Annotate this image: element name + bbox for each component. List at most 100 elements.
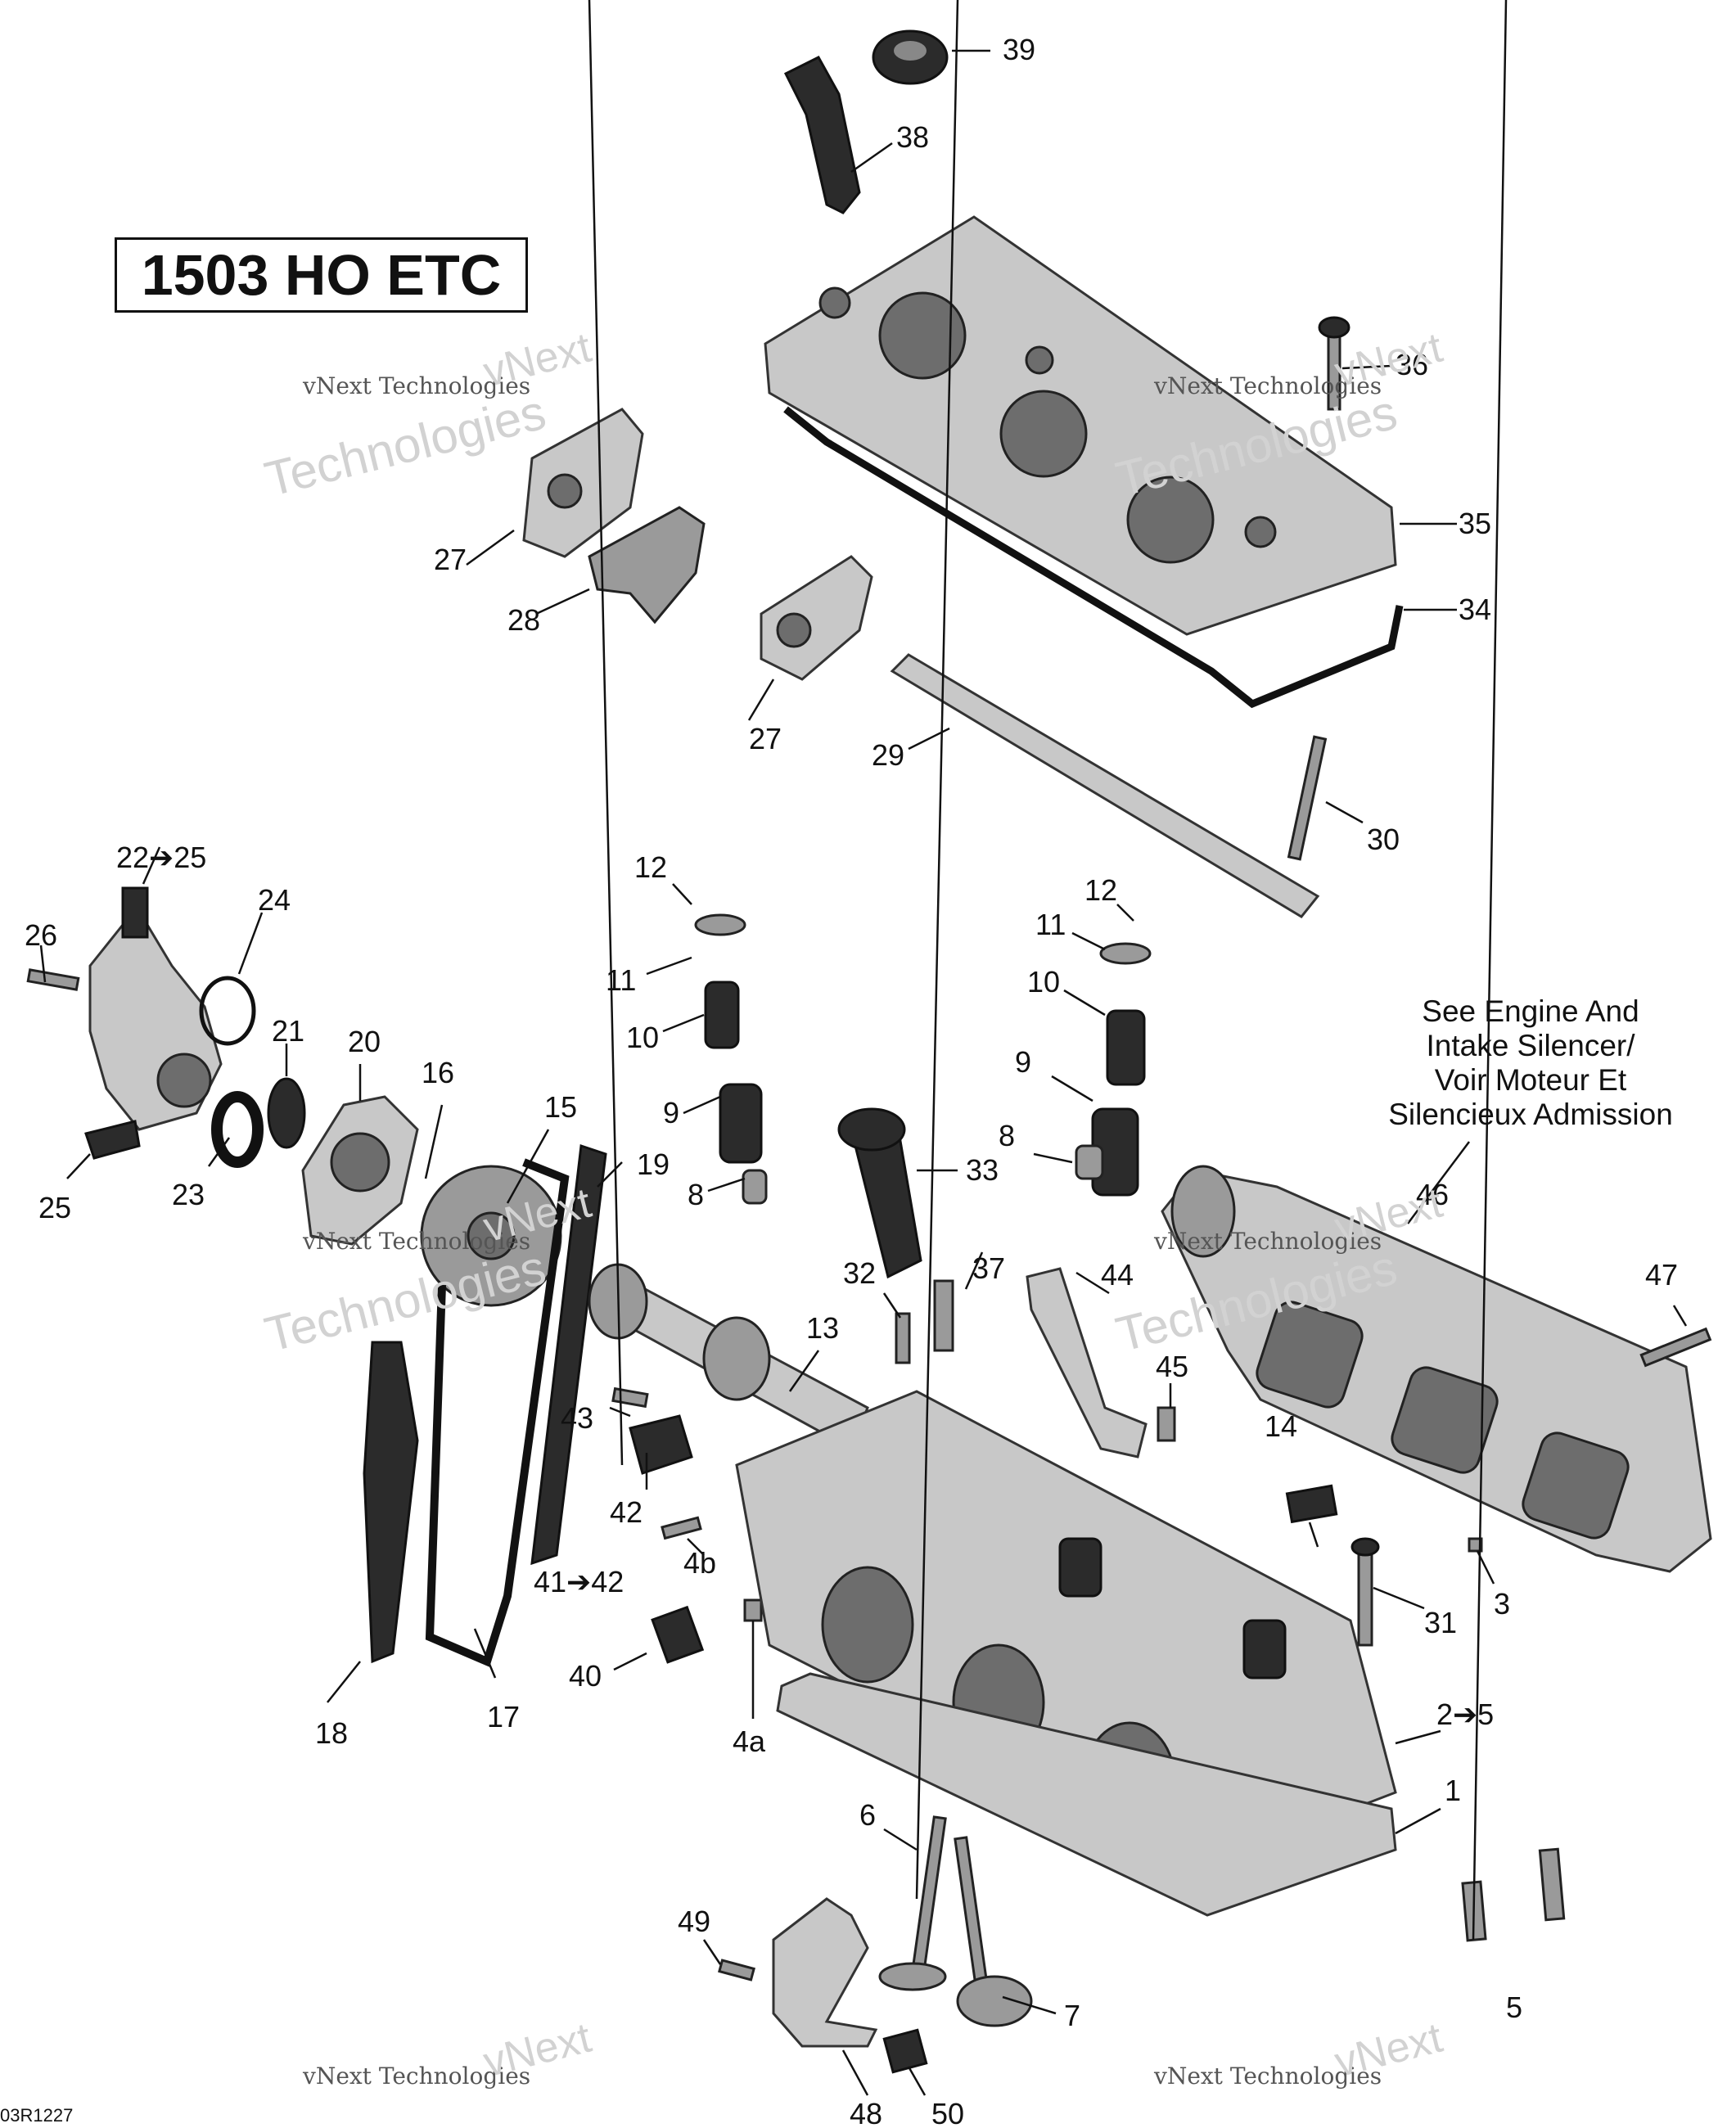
bolt-part-47 [1639, 1327, 1712, 1368]
callout-38: 38 [896, 120, 929, 154]
drawing-code: 03R1227 [0, 2105, 74, 2126]
callout-22-25: 22➔25 [116, 841, 206, 874]
filler-cap-part-38 [783, 56, 861, 214]
valve-cover-gasket-part-34 [783, 406, 1404, 709]
spark-plug-tube-part-33 [837, 1107, 922, 1279]
bolt-part-4b [661, 1516, 702, 1540]
cover-plate-part-20 [301, 1095, 419, 1246]
note-line-1: See Engine And [1422, 994, 1639, 1028]
watermark-text: vNext Technologies [303, 1228, 531, 1255]
intake-manifold-part-46 [1161, 1165, 1712, 1573]
seal-part-23 [211, 1091, 264, 1168]
callout-46: 46 [1416, 1178, 1449, 1211]
valve-spring-group-right [1075, 942, 1152, 1197]
lifting-bracket-part-48 [772, 1897, 878, 2048]
callout-33: 33 [966, 1153, 999, 1187]
note-line-2: Intake Silencer/ [1426, 1029, 1635, 1062]
watermark-text: vNext Technologies [1154, 1228, 1382, 1255]
callout-13: 13 [806, 1311, 839, 1345]
callout-8b: 8 [999, 1119, 1015, 1152]
callout-37: 37 [972, 1251, 1005, 1285]
nozzle-part-50 [882, 2028, 928, 2074]
callout-42: 42 [610, 1495, 643, 1529]
rocker-arm-part-27-right [760, 555, 873, 681]
callout-1: 1 [1445, 1774, 1461, 1807]
bolt-part-45 [1157, 1406, 1176, 1442]
note-line-4: Silencieux Admission [1388, 1098, 1673, 1131]
callout-10b: 10 [1027, 965, 1060, 999]
sensor-part-25 [84, 1120, 141, 1160]
pin-part-3 [1468, 1537, 1483, 1553]
callout-41-42: 41➔42 [534, 1565, 624, 1598]
gasket-part-14 [1285, 1484, 1338, 1524]
valve-part-7 [954, 1836, 1033, 2027]
chain-part-17 [425, 1158, 570, 1667]
callout-18: 18 [315, 1716, 348, 1750]
callout-11b: 11 [1035, 908, 1066, 941]
callout-labels: 39 38 36 35 34 27 28 27 29 30 22➔25 24 2… [25, 33, 1678, 2128]
chain-tensioner-part-18 [363, 1341, 419, 1664]
sensor-part-42 [629, 1414, 693, 1475]
callout-36: 36 [1396, 348, 1428, 381]
washer-part-21 [267, 1077, 306, 1149]
callout-28: 28 [507, 603, 540, 637]
grommet-part-39 [872, 29, 949, 85]
watermark-text: vNext Technologies [1154, 372, 1382, 399]
bolt-part-30 [1287, 735, 1328, 861]
callout-10a: 10 [626, 1021, 659, 1054]
callout-16: 16 [422, 1056, 454, 1089]
callout-45: 45 [1156, 1350, 1188, 1383]
callout-50: 50 [931, 2097, 964, 2128]
callout-48: 48 [850, 2097, 882, 2128]
spark-plug-part-37 [933, 1279, 954, 1352]
callout-23: 23 [172, 1178, 205, 1211]
callout-2-5: 2➔5 [1436, 1697, 1494, 1731]
bolt-part-32 [895, 1312, 911, 1364]
housing-part-22-25 [88, 886, 223, 1131]
sprocket-part-15 [420, 1165, 562, 1307]
o-ring-part-24 [199, 976, 256, 1046]
callout-12b: 12 [1084, 873, 1117, 907]
callout-47: 47 [1645, 1258, 1678, 1292]
callout-27b: 27 [749, 722, 782, 755]
callout-14: 14 [1265, 1409, 1297, 1443]
bolt-part-36 [1318, 316, 1350, 411]
sensor-part-40 [651, 1605, 705, 1664]
watermark-text: vNext Technologies [303, 372, 531, 399]
rocker-shaft-part-29 [890, 653, 1320, 918]
callout-7: 7 [1064, 1999, 1080, 2032]
callout-30: 30 [1367, 823, 1400, 856]
chain-guide-part-19 [530, 1143, 607, 1566]
camshaft-part-13 [588, 1263, 869, 1451]
callout-4a: 4a [733, 1724, 766, 1758]
bolt-part-31 [1350, 1537, 1380, 1647]
cross-reference-note: See Engine And Intake Silencer/ Voir Mot… [1342, 994, 1719, 1132]
bolt-part-49 [718, 1959, 755, 1981]
callout-5: 5 [1506, 1990, 1522, 2024]
callout-20: 20 [348, 1025, 381, 1058]
callout-9a: 9 [663, 1096, 679, 1129]
callout-39: 39 [1003, 33, 1035, 66]
valve-guide-part-5 [1461, 1847, 1566, 1942]
callout-6: 6 [859, 1798, 876, 1832]
callout-34: 34 [1459, 593, 1491, 626]
callout-8a: 8 [688, 1178, 704, 1211]
callout-44: 44 [1101, 1258, 1134, 1292]
screw-part-26 [26, 968, 80, 991]
callout-49: 49 [678, 1905, 710, 1938]
callout-3: 3 [1494, 1587, 1510, 1621]
callout-4b: 4b [683, 1546, 716, 1580]
callout-40: 40 [569, 1659, 602, 1693]
callout-32: 32 [843, 1256, 876, 1290]
callout-26: 26 [25, 918, 57, 952]
callout-31: 31 [1424, 1606, 1457, 1639]
head-gasket-part-1 [776, 1672, 1397, 1917]
bracket-part-44 [1026, 1267, 1148, 1458]
rocker-arm-part-27-left [522, 408, 644, 558]
note-line-3: Voir Moteur Et [1434, 1063, 1627, 1097]
valve-cover-part-35 [764, 215, 1397, 636]
callout-9b: 9 [1015, 1045, 1031, 1079]
watermark-text: vNext Technologies [1154, 2063, 1382, 2090]
